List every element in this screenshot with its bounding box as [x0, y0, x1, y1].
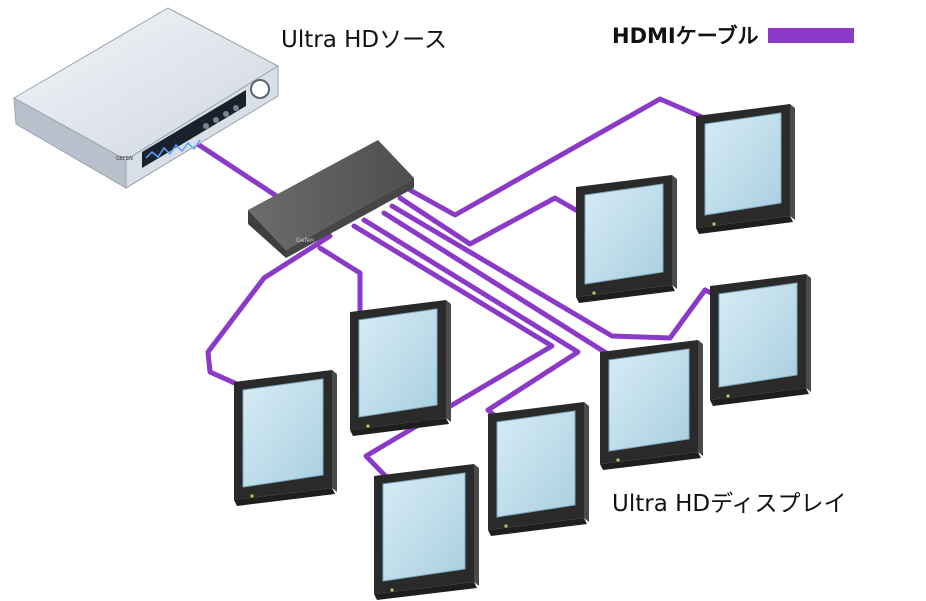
display-mid-left-side	[446, 300, 451, 422]
cable-to-display-top-right	[407, 96, 728, 218]
display-top-right	[696, 104, 795, 234]
display-front-right-chin	[600, 452, 701, 470]
source-volume-knob	[250, 79, 270, 99]
display-mid-left-screen	[358, 308, 438, 418]
source-button-3	[223, 111, 229, 117]
display-upper-middle-side	[672, 175, 677, 289]
display-front-middle	[488, 402, 589, 536]
source-brand-badge: GEFEN	[116, 156, 133, 162]
display-front-middle-side	[584, 402, 589, 522]
display-front-middle-power-led	[504, 524, 508, 528]
display-upper-middle-screen	[584, 183, 664, 285]
cable-to-display-far-left	[205, 233, 333, 401]
display-right	[710, 274, 811, 406]
display-front-left-power-led	[390, 588, 394, 592]
source-button-4	[233, 105, 239, 111]
source-display-panel	[142, 90, 246, 168]
cable-to-display-front-right	[381, 210, 633, 371]
legend-cable-swatch	[768, 27, 855, 43]
display-mid-left	[350, 300, 451, 436]
display-upper-middle-chin	[576, 285, 675, 303]
legend-label: HDMIケーブル	[612, 24, 759, 48]
source-button-2	[213, 117, 219, 123]
source-button-1	[203, 123, 209, 129]
display-right-power-led	[726, 394, 730, 398]
display-upper-middle-power-led	[592, 291, 596, 295]
splitter-right-side	[286, 178, 414, 258]
source-eq-bars	[145, 139, 201, 159]
display-right-chin	[710, 388, 809, 406]
display-top-right-chin	[696, 216, 793, 234]
legend: HDMIケーブル	[612, 20, 855, 50]
cable-to-display-upper-middle	[397, 195, 591, 247]
display-top-right-side	[790, 104, 795, 220]
splitter-top	[248, 140, 414, 250]
display-front-middle-screen	[496, 410, 576, 518]
ultra-hd-displays	[234, 104, 811, 600]
display-upper-middle	[576, 175, 677, 303]
display-top-right-power-led	[712, 222, 716, 226]
display-front-left-side	[474, 464, 479, 586]
display-right-screen	[718, 282, 798, 388]
display-mid-left-power-led	[366, 424, 370, 428]
source-label: Ultra HDソース	[281, 27, 447, 53]
display-front-left-screen	[382, 472, 466, 582]
ultra-hd-source-device: GEFEN	[12, 7, 280, 189]
display-front-left	[374, 464, 479, 600]
display-right-side	[806, 274, 811, 392]
displays-label: Ultra HDディスプレイ	[612, 491, 847, 517]
display-front-left-chin	[374, 582, 477, 600]
display-front-middle-chin	[488, 518, 587, 536]
display-top-right-screen	[704, 112, 782, 216]
cable-to-display-front-left	[351, 223, 555, 496]
display-far-left-power-led	[250, 494, 254, 498]
cable-source-to-splitter	[193, 140, 278, 198]
display-far-left-chin	[234, 488, 335, 506]
display-front-right-side	[698, 340, 703, 456]
display-far-left-side	[332, 370, 337, 492]
hdmi-splitter-device: Gefen	[248, 140, 414, 258]
display-mid-left-chin	[350, 418, 449, 436]
display-front-right-power-led	[616, 458, 620, 462]
display-far-left-screen	[242, 378, 324, 488]
display-front-right-screen	[608, 348, 690, 452]
display-front-right	[600, 340, 703, 470]
display-far-left	[234, 370, 337, 506]
splitter-brand-badge: Gefen	[296, 237, 314, 244]
splitter-front	[248, 210, 286, 258]
